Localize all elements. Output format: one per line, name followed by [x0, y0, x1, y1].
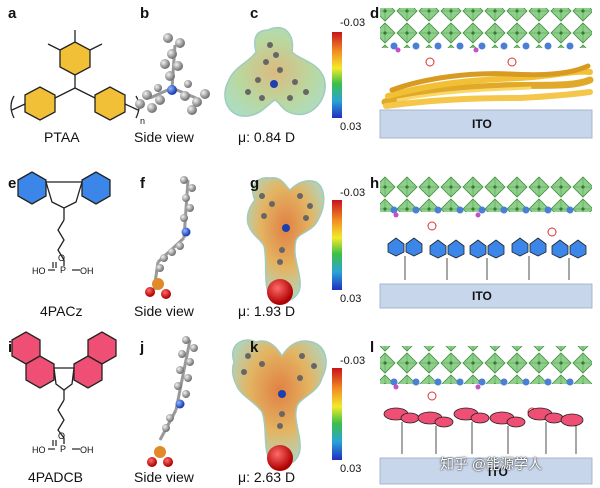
ptaa-polymer-strands — [381, 63, 594, 109]
ptaa-interface-scheme — [379, 8, 594, 139]
hole-symbol — [427, 391, 437, 401]
caption-side-view-b: Side view — [134, 129, 194, 145]
4pacz-structure — [17, 171, 111, 271]
4pacz-interface-scheme — [379, 176, 593, 309]
watermark: 知乎 @能源学人 — [440, 456, 543, 472]
panel-label-a: a — [8, 5, 17, 22]
4padcb-structure — [11, 331, 117, 450]
panel-label-b: b — [140, 5, 150, 22]
hole-symbol — [427, 221, 437, 231]
panel-label-d: d — [370, 5, 380, 22]
perovskite-layer — [380, 176, 592, 212]
scale-bottom-k: 0.03 — [340, 463, 362, 475]
ito-substrate — [379, 457, 593, 485]
ito-label-l: ITO — [488, 465, 508, 479]
4pacz-esp-map — [246, 177, 342, 305]
panel-label-l: l — [370, 339, 375, 356]
ptaa-repeat-subscript: n — [140, 116, 146, 126]
scale-top-c: -0.03 — [340, 17, 366, 29]
atom-p-e: P — [60, 265, 67, 275]
ito-substrate — [379, 283, 593, 309]
4padcb-esp-map — [231, 339, 342, 471]
caption-4padcb: 4PADCB — [28, 469, 83, 485]
caption-dipole-k: μ: 2.63 D — [238, 469, 296, 485]
ptaa-side-view-model — [135, 33, 210, 115]
ptaa-esp-map — [224, 26, 342, 118]
caption-4pacz: 4PACz — [40, 303, 83, 319]
panel-label-j: j — [140, 339, 145, 356]
scale-bottom-g: 0.03 — [340, 293, 362, 305]
perovskite-layer — [380, 346, 592, 384]
panel-label-f: f — [140, 175, 145, 192]
ito-substrate — [379, 109, 593, 139]
caption-dipole-c: μ: 0.84 D — [238, 129, 296, 145]
atom-oh-right-i: OH — [80, 445, 94, 455]
atom-oh-right-e: OH — [80, 266, 94, 276]
panel-label-g: g — [250, 175, 260, 192]
caption-dipole-g: μ: 1.93 D — [238, 303, 296, 319]
4padcb-side-view-model — [147, 336, 198, 467]
panel-label-h: h — [370, 175, 380, 192]
sam-molecules — [387, 237, 587, 280]
scale-bottom-c: 0.03 — [340, 121, 362, 133]
atom-o-top-i: O — [58, 431, 66, 441]
atom-oh-left-i: HO — [32, 445, 46, 455]
ito-label-h: ITO — [472, 289, 492, 303]
panel-label-k: k — [250, 339, 259, 356]
hole-symbols — [425, 57, 517, 67]
sam-molecules — [383, 407, 584, 454]
perovskite-layer — [380, 8, 592, 48]
caption-side-view-f: Side view — [134, 303, 194, 319]
hole-symbol — [547, 227, 557, 237]
4pacz-side-view-model — [145, 176, 196, 299]
ito-label-d: ITO — [472, 117, 492, 131]
caption-ptaa: PTAA — [44, 129, 80, 145]
atom-p-i: P — [60, 444, 67, 454]
atom-oh-left-e: HO — [32, 266, 46, 276]
panel-label-e: e — [8, 175, 17, 192]
caption-side-view-j: Side view — [134, 469, 194, 485]
ptaa-structure — [10, 30, 140, 121]
4padcb-interface-scheme — [379, 346, 593, 485]
atom-o-top-e: O — [58, 253, 66, 263]
panel-label-i: i — [8, 339, 13, 356]
panel-label-c: c — [250, 5, 259, 22]
scale-top-k: -0.03 — [340, 355, 366, 367]
scale-top-g: -0.03 — [340, 187, 366, 199]
